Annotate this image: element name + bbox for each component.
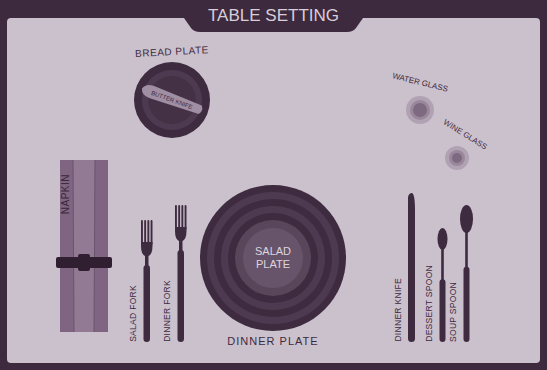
dinner-plate-shape-part bbox=[228, 213, 318, 303]
dessert-spoon-shape bbox=[419, 228, 449, 342]
dinner-fork-shape-part bbox=[185, 205, 187, 230]
bread-plate: BREAD PLATEBUTTER KNIFE bbox=[134, 62, 210, 138]
butter-knife-shape-part bbox=[140, 82, 205, 116]
dinner-plate: DINNER PLATESALAD PLATE bbox=[200, 185, 346, 331]
water-glass-shape-part bbox=[406, 96, 434, 124]
dinner-plate-shape-part bbox=[200, 185, 346, 331]
utensil-label: SALAD FORK bbox=[129, 285, 138, 342]
dinner-fork-shape-part bbox=[175, 227, 187, 252]
dinner-plate-shape-part bbox=[221, 206, 325, 310]
soup-spoon-shape-part bbox=[464, 267, 470, 342]
water-glass: WATER GLASS bbox=[406, 96, 434, 124]
wine-glass-shape bbox=[445, 146, 469, 170]
wine-glass: WINE GLASS bbox=[445, 146, 469, 170]
wine-glass-shape-part bbox=[445, 146, 469, 170]
plate-label: SALAD PLATE bbox=[243, 245, 303, 270]
dinner-knife-shape-part bbox=[408, 193, 415, 257]
napkin-label: NAPKIN bbox=[61, 174, 71, 214]
salad-fork-shape-part bbox=[151, 220, 153, 245]
napkin: NAPKIN bbox=[58, 160, 110, 332]
dinner-knife: DINNER KNIFE bbox=[388, 193, 418, 342]
plate-label: DINNER PLATE bbox=[200, 336, 346, 347]
dinner-fork-shape-part bbox=[178, 205, 180, 230]
dinner-knife-shape-part bbox=[408, 253, 415, 342]
salad-plate-shape-part bbox=[235, 220, 311, 296]
soup-spoon-shape-part bbox=[460, 205, 473, 233]
dinner-plate-shape-part bbox=[214, 199, 332, 317]
wine-glass-shape-part bbox=[452, 153, 462, 163]
wine-glass-shape-part bbox=[449, 150, 465, 166]
utensil-label: DINNER KNIFE bbox=[394, 278, 403, 342]
utensil-label: DINNER FORK bbox=[163, 280, 172, 342]
water-glass-shape bbox=[406, 96, 434, 124]
dinner-knife-shape bbox=[388, 193, 418, 342]
salad-fork-shape-part bbox=[141, 220, 143, 245]
salad-plate: SALAD PLATE bbox=[235, 220, 311, 296]
title-text: TABLE SETTING bbox=[192, 7, 355, 24]
utensil-label: SOUP SPOON bbox=[449, 282, 458, 342]
utensil-label: DESSERT SPOON bbox=[425, 265, 434, 342]
dinner-fork-shape bbox=[157, 205, 187, 342]
salad-fork-shape bbox=[123, 220, 153, 342]
dinner-plate-shape-part bbox=[207, 192, 339, 324]
soup-spoon: SOUP SPOON bbox=[443, 205, 473, 342]
dinner-fork-shape-part bbox=[175, 205, 177, 230]
napkin-shape-part bbox=[78, 254, 90, 271]
salad-fork-shape-part bbox=[147, 220, 149, 245]
bread-plate-shape-part bbox=[134, 62, 210, 138]
dinner-fork-shape-part bbox=[181, 205, 183, 230]
dessert-spoon-shape-part bbox=[440, 279, 446, 342]
dessert-spoon-shape-part bbox=[438, 228, 448, 250]
soup-spoon-shape bbox=[443, 205, 473, 342]
napkin-shape-part bbox=[94, 160, 95, 332]
napkin-shape-part bbox=[73, 160, 74, 332]
dinner-fork-shape-part bbox=[178, 250, 185, 342]
table-mat bbox=[7, 18, 540, 363]
napkin-shape-part bbox=[73, 160, 95, 332]
water-glass-shape-part bbox=[413, 103, 427, 117]
napkin-shape-part bbox=[60, 160, 108, 332]
dinner-fork: DINNER FORK bbox=[157, 205, 187, 342]
water-glass-shape-part bbox=[410, 100, 430, 120]
salad-fork-shape-part bbox=[144, 265, 151, 342]
salad-fork: SALAD FORK bbox=[123, 220, 153, 342]
dessert-spoon: DESSERT SPOON bbox=[419, 228, 449, 342]
salad-fork-shape-part bbox=[144, 220, 146, 245]
salad-fork-shape-part bbox=[141, 242, 153, 267]
salad-plate-shape-part bbox=[243, 228, 303, 288]
